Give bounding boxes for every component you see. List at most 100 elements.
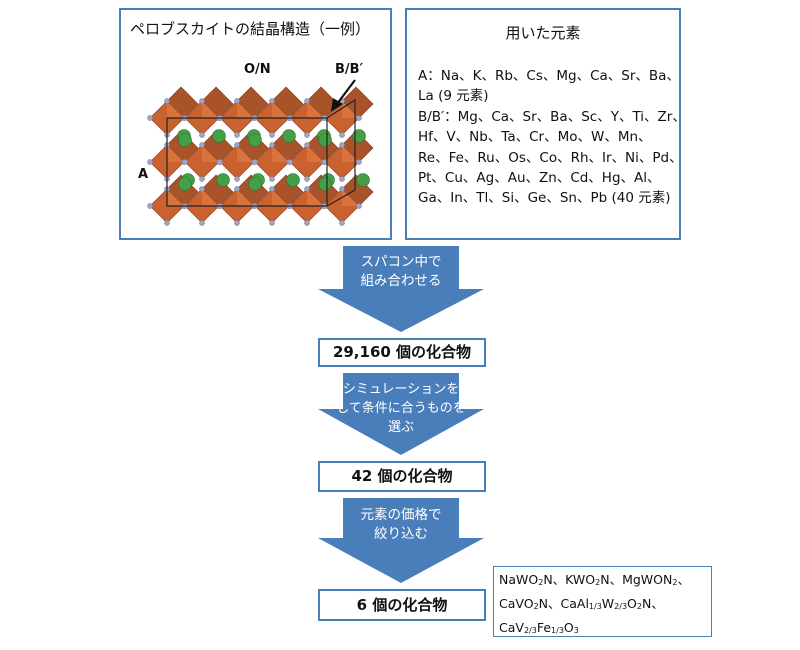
compound-subscript: 2 [672, 578, 678, 587]
a-site-sphere [286, 173, 300, 187]
arrow-text-line: 選ぶ [387, 420, 414, 435]
compound-subscript: 2 [533, 602, 539, 611]
arrow-simulate [318, 373, 484, 455]
anion-sphere [304, 98, 310, 104]
a-site-sphere [282, 129, 296, 143]
octahedron-face [202, 101, 219, 118]
a-site-sphere [178, 177, 192, 191]
anion-sphere [182, 159, 188, 165]
anion-sphere [269, 142, 275, 148]
compound-text: Fe [536, 620, 552, 635]
compound-text: CaVO [499, 596, 534, 611]
compound-subscript: 3 [573, 626, 579, 635]
anion-sphere [304, 176, 310, 182]
b-site-elements-line: Pt、Cu、Ag、Au、Zn、Cd、Hg、Al、 [418, 170, 661, 187]
anion-sphere [304, 220, 310, 226]
octahedron-face [342, 189, 359, 206]
anion-sphere [339, 132, 345, 138]
a-site-sphere [318, 177, 332, 191]
anion-sphere [339, 220, 345, 226]
b-site-elements-line: Re、Fe、Ru、Os、Co、Rh、Ir、Ni、Pd、 [418, 149, 683, 166]
compound-subscript: 2/3 [614, 602, 628, 611]
pointer-arrow-line [336, 79, 356, 105]
octahedron-face [307, 101, 324, 118]
label-a-site: A [138, 167, 149, 182]
anion-sphere [339, 142, 345, 148]
anion-sphere [234, 220, 240, 226]
anion-sphere [269, 98, 275, 104]
octahedron-face [167, 189, 184, 206]
octahedron-face [202, 145, 219, 162]
arrow-text-line: 元素の価格で [360, 507, 442, 523]
compound-text: NaWO [499, 572, 539, 587]
perovskite-crystal-image [147, 79, 374, 226]
octahedron-face [167, 101, 184, 118]
arrow-price-filter-text: 元素の価格で 絞り込む [318, 506, 484, 544]
b-site-elements-line: Hf、V、Nb、Ta、Cr、Mo、W、Mn、 [418, 129, 652, 146]
anion-sphere [356, 115, 362, 121]
count-box-42: 42 個の化合物 [318, 461, 486, 492]
elements-used-box: 用いた元素 A：Na、K、Rb、Cs、Mg、Ca、Sr、Ba、 La (9 元素… [405, 8, 686, 240]
compound-subscript: 1/3 [551, 626, 564, 635]
label-b-b-prime: B/B′ [335, 62, 363, 77]
compounds-line-1: NaWO2N、KWO2N、MgWON2、 [499, 569, 711, 593]
arrow-combine-text: スパコン中で 組み合わせる [318, 253, 484, 291]
anion-sphere [199, 142, 205, 148]
elements-list: A：Na、K、Rb、Cs、Mg、Ca、Sr、Ba、 La (9 元素) B/B′… [418, 66, 686, 209]
anion-sphere [147, 203, 153, 209]
compound-text: CaV [499, 620, 524, 635]
a-site-elements-line: A：Na、K、Rb、Cs、Mg、Ca、Sr、Ba、 [418, 68, 680, 84]
anion-sphere [199, 132, 205, 138]
compound-text: N、CaAl [538, 596, 589, 611]
a-site-sphere [356, 173, 370, 187]
octahedron-face [237, 189, 254, 206]
arrow-text-line: シミュレーションを [342, 382, 460, 397]
arrow-text-line: 組み合わせる [360, 273, 442, 289]
anion-sphere [234, 132, 240, 138]
anion-sphere [356, 203, 362, 209]
anion-sphere [252, 159, 258, 165]
anion-sphere [234, 186, 240, 192]
octahedron-face [167, 145, 184, 162]
anion-sphere [217, 159, 223, 165]
arrow-text-line: スパコン中で [360, 254, 442, 270]
arrow-price-filter [318, 498, 484, 583]
anion-sphere [234, 142, 240, 148]
compound-text: W [601, 596, 615, 611]
final-compounds-box: NaWO2N、KWO2N、MgWON2、 CaVO2N、CaAl1/3W2/3O… [493, 566, 712, 637]
pointer-arrow-head [331, 98, 343, 112]
perovskite-structure-box: ペロブスカイトの結晶構造（一例） O/N B/B′ A [119, 8, 392, 240]
a-site-sphere [212, 129, 226, 143]
anion-sphere [147, 115, 153, 121]
arrow-combine [318, 246, 484, 332]
arrow-text-line: して条件に合うものを [336, 401, 466, 416]
perovskite-title: ペロブスカイトの結晶構造（一例） [130, 20, 371, 38]
compound-text: N、 [641, 596, 664, 611]
a-site-sphere [318, 133, 332, 147]
anion-sphere [164, 98, 170, 104]
compound-subscript: 1/3 [588, 602, 602, 611]
count-box-29160: 29,160 個の化合物 [318, 338, 486, 367]
octahedron-face [237, 145, 254, 162]
arrow-text-line: 絞り込む [374, 526, 428, 542]
compound-text: O [627, 596, 637, 611]
anion-sphere [304, 132, 310, 138]
elements-title: 用いた元素 [505, 24, 581, 42]
octahedron-face [307, 189, 324, 206]
a-site-elements-line: La (9 元素) [418, 88, 489, 105]
octahedron-face [272, 101, 289, 118]
anion-sphere [199, 220, 205, 226]
anion-sphere [234, 98, 240, 104]
anion-sphere [199, 176, 205, 182]
anion-sphere [199, 98, 205, 104]
anion-sphere [234, 176, 240, 182]
unit-cell-outline [326, 98, 356, 207]
arrow-simulate-text: シミュレーションを して条件に合うものを 選ぶ [318, 380, 484, 437]
anion-sphere [269, 220, 275, 226]
compound-subscript: 2 [538, 578, 544, 587]
compounds-line-2: CaVO2N、CaAl1/3W2/3O2N、 [499, 593, 711, 617]
a-site-sphere [248, 177, 262, 191]
anion-sphere [199, 186, 205, 192]
a-site-sphere [248, 133, 262, 147]
